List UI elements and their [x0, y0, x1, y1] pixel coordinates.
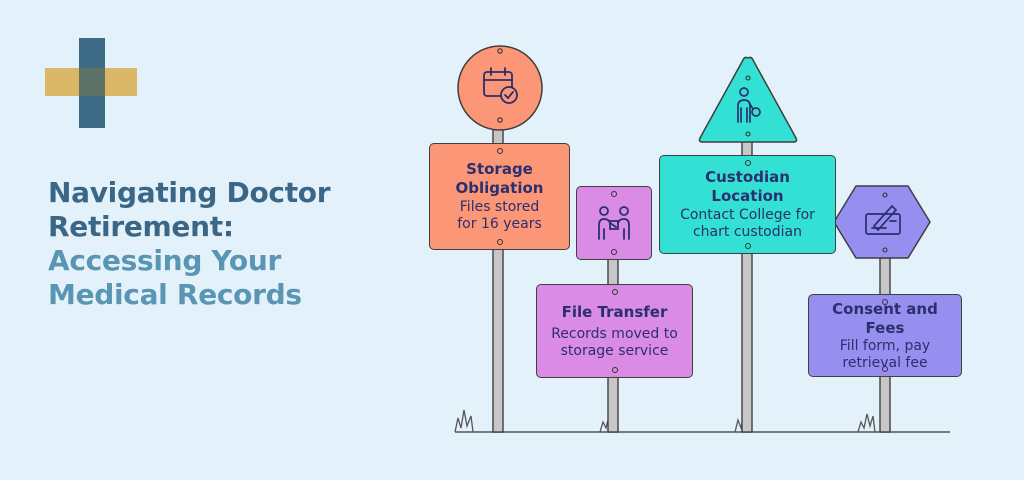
- sign-description: Files stored for 16 years: [457, 199, 542, 232]
- title-line-4: Medical Records: [48, 278, 302, 311]
- sign-custodian-location: Custodian Location Contact College for c…: [659, 155, 836, 254]
- sign-description: Fill form, pay retrieval fee: [839, 337, 931, 371]
- circle-sign-top: [457, 45, 543, 131]
- signing-form-icon: [865, 204, 901, 235]
- medical-cross-logo-icon: [45, 38, 137, 128]
- title-line-3: Accessing Your: [48, 244, 281, 277]
- sign-file-transfer: File Transfer Records moved to storage s…: [536, 284, 693, 378]
- sign-storage-obligation: Storage Obligation Files stored for 16 y…: [429, 143, 570, 250]
- sign-description: Contact College for chart custodian: [680, 207, 815, 240]
- title-line-2: Retirement:: [48, 210, 234, 243]
- sign-heading: Consent and Fees: [832, 299, 938, 337]
- sign-description: Records moved to storage service: [551, 325, 678, 359]
- sign-heading: File Transfer: [561, 302, 668, 321]
- person-with-magnifier-icon: [737, 87, 761, 123]
- calendar-check-icon: [483, 67, 518, 104]
- people-handoff-icon: [598, 206, 630, 240]
- title-line-1: Navigating Doctor: [48, 176, 331, 209]
- hexagon-sign-top: [833, 185, 931, 259]
- sign-heading: Custodian Location: [705, 168, 790, 205]
- grass-tufts: [454, 409, 876, 433]
- sign-consent-and-fees: Consent and Fees Fill form, pay retrieva…: [808, 294, 962, 377]
- sign-heading: Storage Obligation: [455, 160, 544, 197]
- sign-file-transfer-icon-panel: [576, 186, 652, 260]
- page-title: Navigating Doctor Retirement: Accessing …: [48, 176, 408, 312]
- triangle-sign-top: [698, 56, 798, 143]
